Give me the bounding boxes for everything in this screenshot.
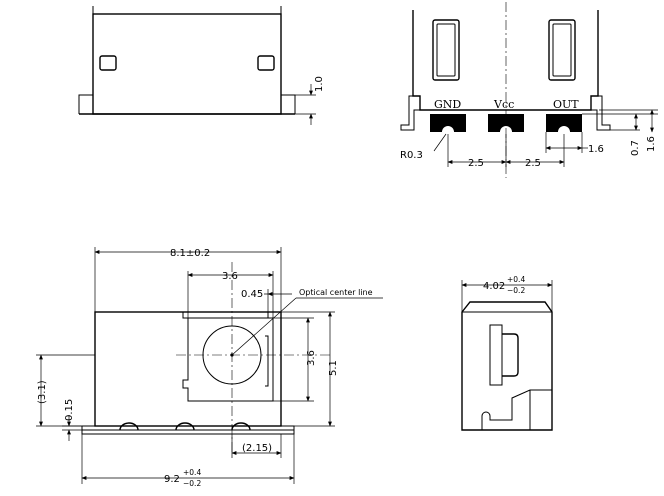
dim-total-height: 5.1 [328, 360, 339, 376]
dim-pad-width: 1.6 [588, 144, 604, 155]
pad-view-window-left [432, 19, 460, 81]
side-view: 8.1±0.2 3.6 0.45 Optical center line 3.6… [36, 247, 383, 488]
side-pad-2 [175, 422, 195, 431]
dim-pitch-left: 2.5 [468, 158, 484, 169]
dim-total-width-plus: +0.4 [183, 468, 201, 477]
dim-side-width: 4.02 [483, 281, 505, 292]
dim-body-height-right: 1.6 [646, 136, 657, 152]
pad-gnd [430, 114, 466, 132]
front-view: 1.0 [78, 6, 325, 125]
pin-label-vcc: Vcc [493, 98, 514, 111]
dim-pitch-right: 2.5 [525, 158, 541, 169]
dim-side-width-minus: −0.2 [507, 286, 525, 295]
pin-label-gnd: GND [434, 98, 461, 111]
dim-lens-width: 3.6 [222, 271, 238, 282]
dim-radius: R0.3 [400, 150, 423, 161]
pin-label-out: OUT [553, 98, 579, 111]
dim-center-height: (3.1) [37, 380, 48, 404]
pad-out [546, 114, 582, 132]
dim-top-left-height: 1.0 [314, 76, 325, 92]
lens-housing [182, 312, 274, 402]
dim-lens-offset: 0.45 [241, 289, 263, 300]
front-body [92, 13, 282, 115]
dim-body-width: 8.1±0.2 [170, 248, 210, 259]
side-pad-1 [119, 422, 139, 431]
note-optical-center: Optical center line [299, 288, 373, 297]
pad-vcc [488, 114, 524, 132]
dim-pad-height: 0.7 [630, 140, 641, 156]
dim-lead-thickness: 0.15 [64, 399, 75, 421]
pad-view-window-right [548, 19, 576, 81]
dim-side-width-plus: +0.4 [507, 275, 525, 284]
pad-view-body [412, 10, 599, 111]
dim-total-width-minus: −0.2 [183, 479, 201, 488]
front-window-left [99, 55, 117, 71]
dim-lens-height: 3.6 [306, 350, 317, 366]
dim-pad-offset: (2.15) [242, 443, 272, 454]
front-window-right [257, 55, 275, 71]
end-body [461, 301, 553, 431]
side-pad-3 [231, 422, 251, 431]
end-view: 4.02 +0.4 −0.2 [461, 275, 553, 431]
dim-total-width: 9.2 [164, 474, 180, 485]
pad-view: GND Vcc OUT R0.3 2.5 2.5 1.6 0.7 1.6 [400, 2, 658, 178]
